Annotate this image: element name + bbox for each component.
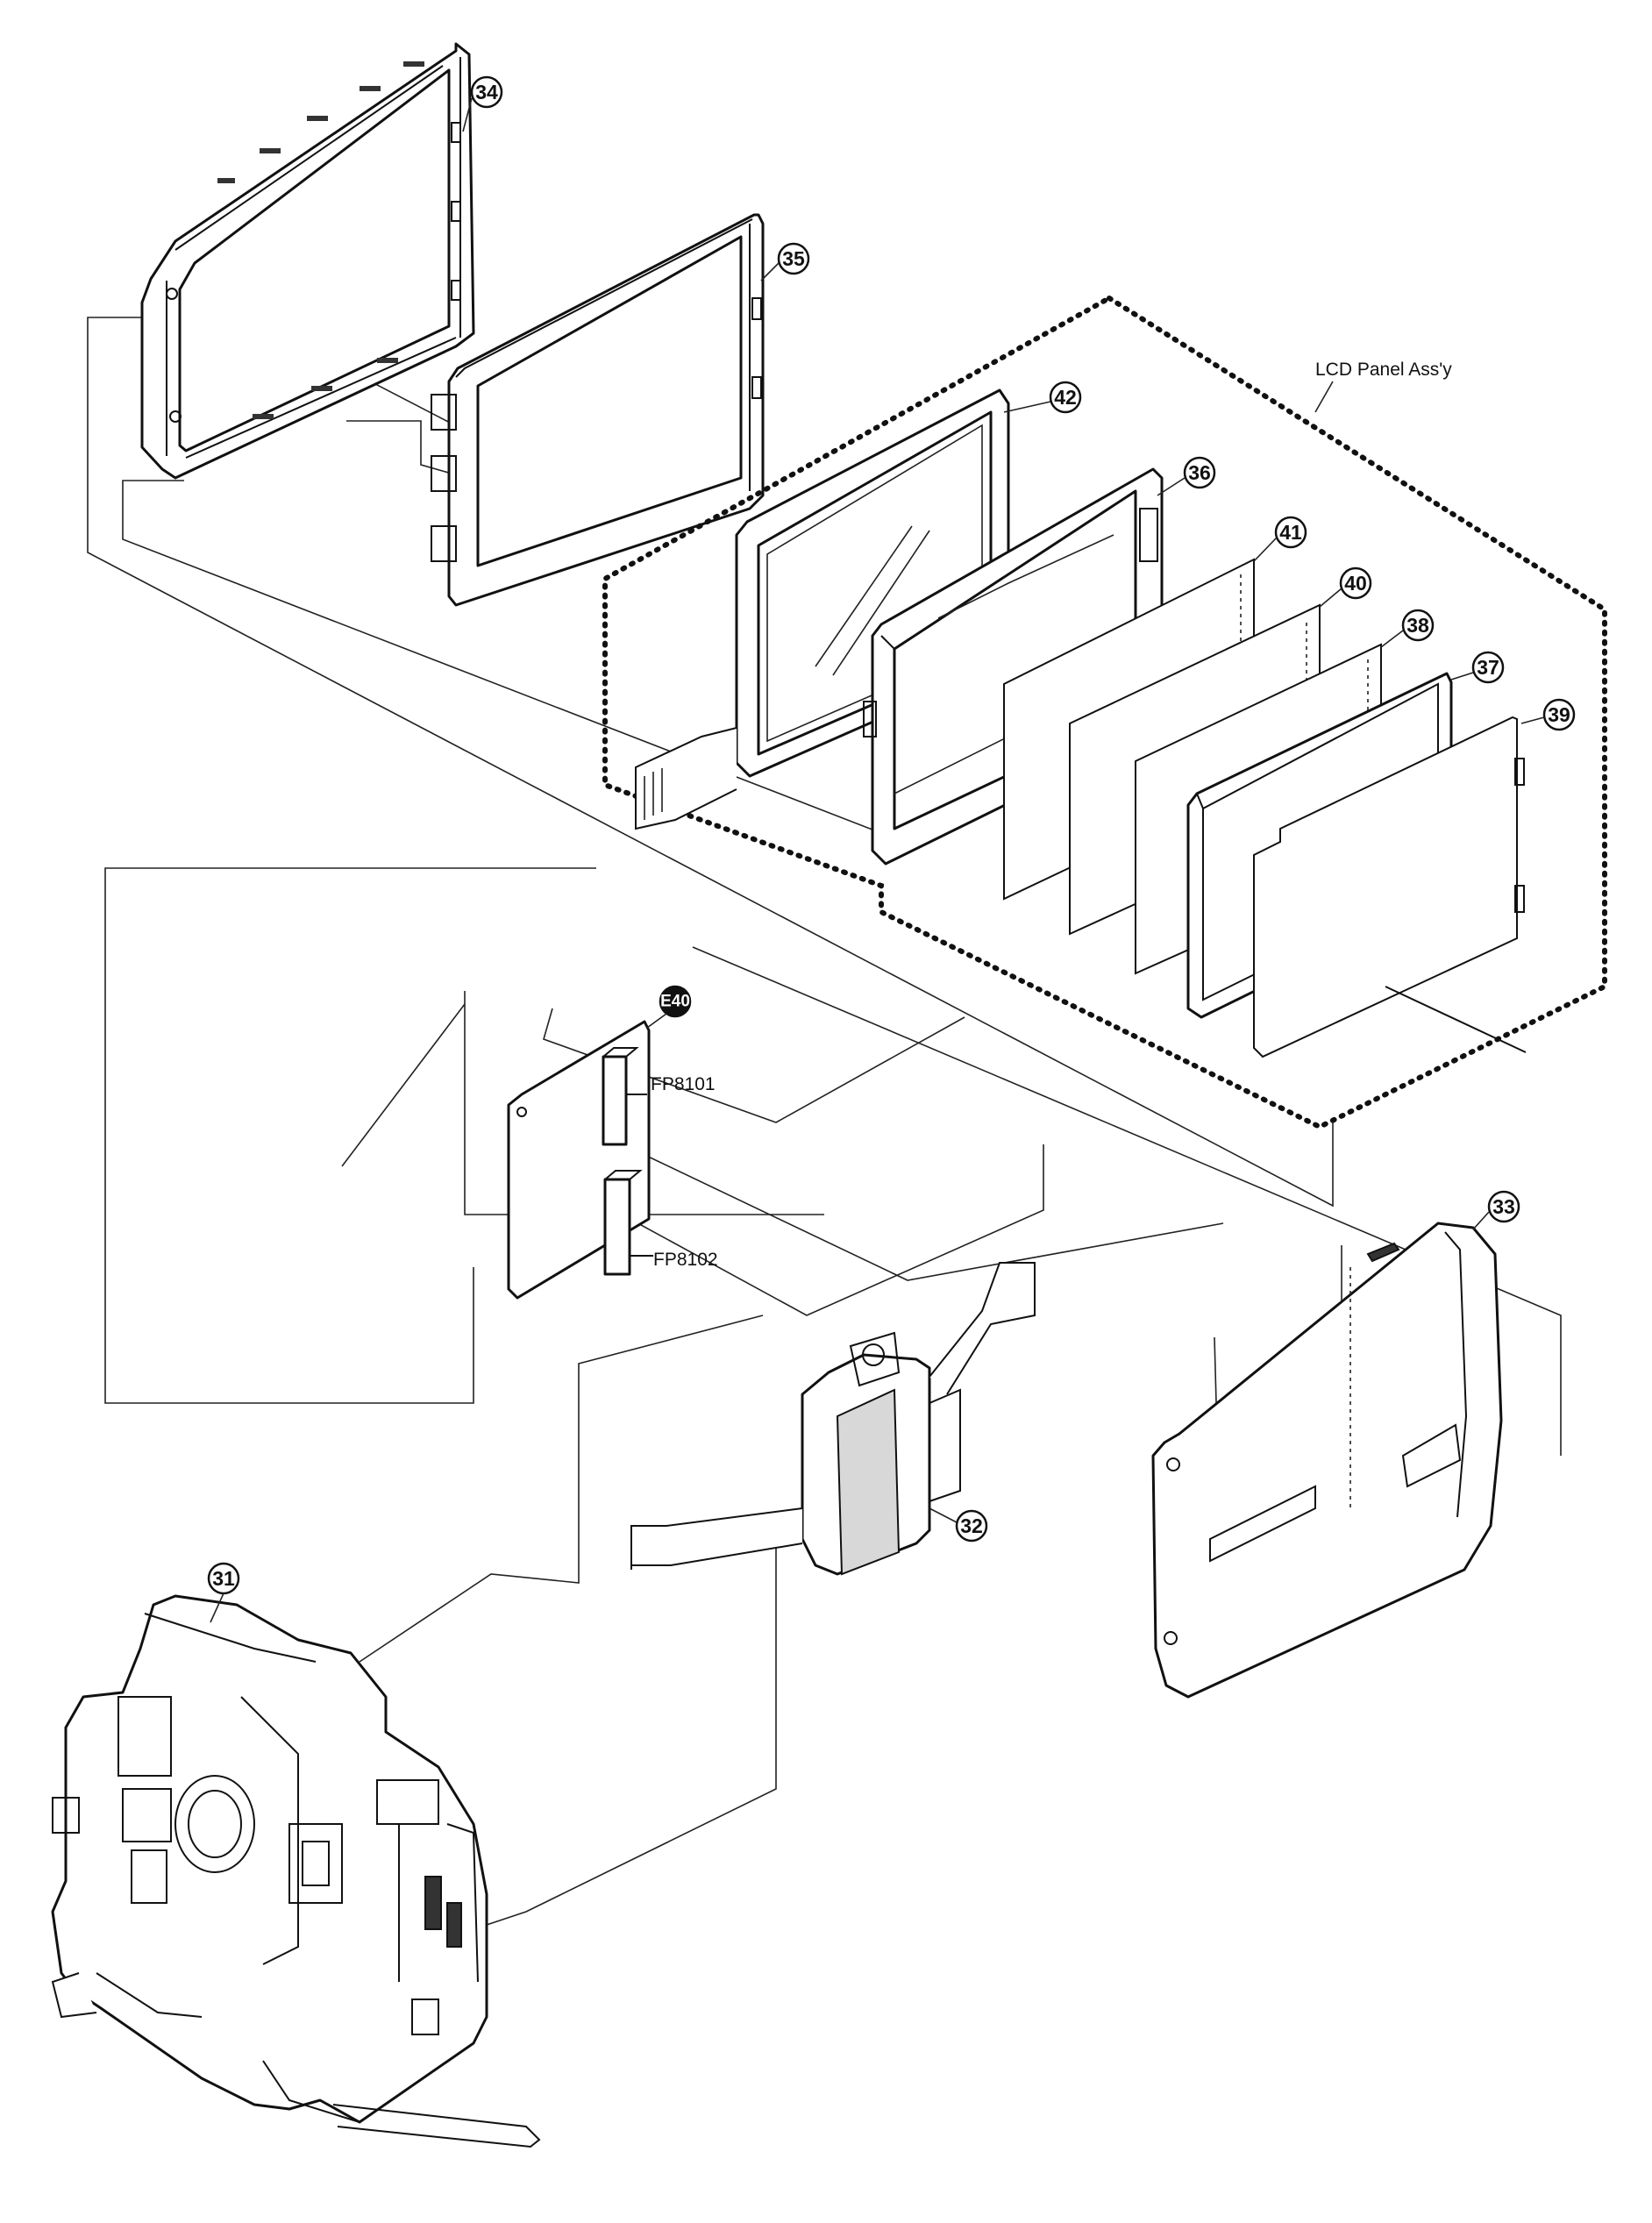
svg-text:FP8101: FP8101 <box>651 1074 716 1094</box>
part-39-back-plate <box>1253 716 1527 1058</box>
svg-text:34: 34 <box>475 81 498 103</box>
part-31-chassis <box>51 1594 541 2148</box>
svg-text:37: 37 <box>1477 656 1499 679</box>
connector-fp8101-label: FP8101 <box>651 1074 716 1094</box>
callout-42: 42 <box>1049 381 1082 414</box>
callout-38: 38 <box>1401 609 1435 642</box>
part-35-plate <box>431 213 765 607</box>
callout-36: 36 <box>1183 456 1216 489</box>
svg-text:40: 40 <box>1344 572 1367 595</box>
svg-text:32: 32 <box>960 1514 983 1537</box>
assembly-leader-lines <box>87 289 1562 1930</box>
callout-leaders <box>210 97 1545 1623</box>
svg-text:LCD Panel Ass'y: LCD Panel Ass'y <box>1315 360 1452 380</box>
lcd-panel-assembly-boundary <box>602 295 1607 1130</box>
callout-40: 40 <box>1339 566 1372 600</box>
part-36-lcd-holder <box>863 467 1164 866</box>
svg-text:41: 41 <box>1279 521 1302 544</box>
svg-text:42: 42 <box>1054 386 1077 409</box>
svg-text:FP8102: FP8102 <box>653 1250 718 1270</box>
callout-39: 39 <box>1542 698 1576 731</box>
callout-33: 33 <box>1487 1190 1520 1223</box>
svg-text:31: 31 <box>212 1567 235 1590</box>
lcd-panel-assy-label: LCD Panel Ass'y <box>1314 360 1452 413</box>
part-33-rear-cover <box>1151 1222 1503 1699</box>
callout-41: 41 <box>1274 516 1307 549</box>
part-32-hinge <box>630 1262 1036 1576</box>
svg-text:36: 36 <box>1188 461 1211 484</box>
part-e40-pcb <box>507 1020 653 1300</box>
svg-text:39: 39 <box>1548 703 1570 726</box>
svg-text:35: 35 <box>782 247 805 270</box>
callout-35: 35 <box>777 242 810 275</box>
callout-31: 31 <box>207 1562 240 1595</box>
svg-text:33: 33 <box>1492 1195 1515 1218</box>
callout-34: 34 <box>470 75 503 109</box>
callout-32: 32 <box>955 1509 988 1543</box>
callout-e40: E40 <box>659 985 692 1018</box>
callout-37: 37 <box>1471 651 1505 684</box>
svg-text:E40: E40 <box>660 993 690 1011</box>
svg-text:38: 38 <box>1406 614 1429 637</box>
connector-fp8102-label: FP8102 <box>653 1250 718 1270</box>
part-34-frame <box>140 42 475 480</box>
